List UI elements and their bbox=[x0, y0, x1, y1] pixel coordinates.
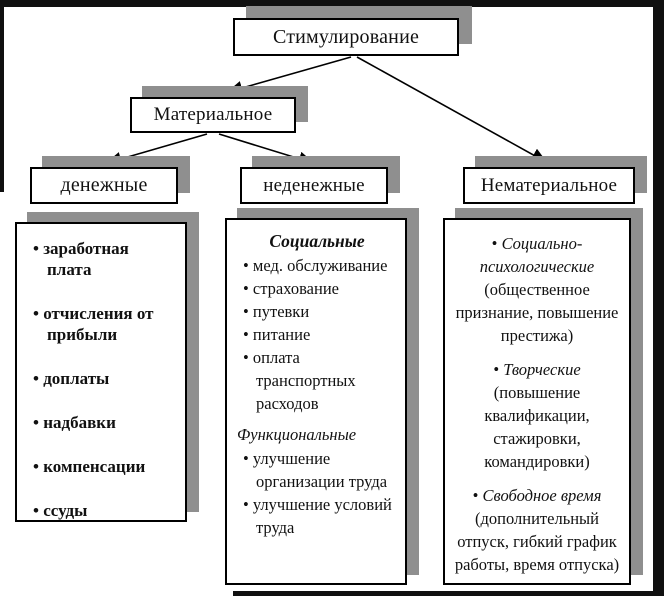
list-item: ссуды bbox=[33, 500, 177, 521]
list-item: улучшение организации труда bbox=[243, 447, 397, 493]
list-item: компенсации bbox=[33, 456, 177, 477]
nonmaterial-item-name: Свободное время bbox=[473, 486, 602, 505]
list-item: Творческие (повышение квалификации, стаж… bbox=[454, 358, 620, 473]
node-nonmaterial: Нематериальное bbox=[463, 167, 635, 204]
nonmaterial-items-box: Социально-психологические (общественное … bbox=[443, 218, 631, 585]
node-monetary: денежные bbox=[30, 167, 178, 204]
list-item: оплата транспортных расходов bbox=[243, 346, 397, 415]
nonmonetary-items-box: Социальные мед. обслуживание страхование… bbox=[225, 218, 407, 585]
list-item: питание bbox=[243, 323, 397, 346]
monetary-items-list: заработная плата отчисления от прибыли д… bbox=[17, 238, 185, 521]
list-item: путевки bbox=[243, 300, 397, 323]
node-nonmaterial-label: Нематериальное bbox=[480, 174, 618, 196]
list-item: улучшение условий труда bbox=[243, 493, 397, 539]
scan-artifact-top bbox=[0, 0, 664, 7]
monetary-items-box: заработная плата отчисления от прибыли д… bbox=[15, 222, 187, 522]
node-stimulation-label: Стимулирование bbox=[272, 25, 420, 48]
group-title-social: Социальные bbox=[269, 231, 365, 251]
nonmaterial-item-detail: (дополнительный отпуск, гибкий график ра… bbox=[454, 509, 620, 574]
list-item: страхование bbox=[243, 277, 397, 300]
node-stimulation: Стимулирование bbox=[233, 18, 459, 56]
scan-artifact-left bbox=[0, 0, 4, 192]
arrow-material-to-monetary bbox=[105, 133, 208, 166]
list-item: Свободное время (дополнительный отпуск, … bbox=[454, 484, 620, 576]
list-item: Социально-психологические (общественное … bbox=[454, 232, 620, 347]
list-item: доплаты bbox=[33, 368, 177, 389]
nonmaterial-item-detail: (повышение квалификации, стажировки, ком… bbox=[484, 383, 590, 471]
scan-artifact-bottom bbox=[233, 591, 664, 596]
list-item: мед. обслуживание bbox=[243, 254, 397, 277]
node-material: Материальное bbox=[130, 97, 296, 133]
node-monetary-label: денежные bbox=[60, 174, 148, 196]
arrow-root-to-material bbox=[226, 56, 352, 95]
node-material-label: Материальное bbox=[153, 104, 273, 125]
node-nonmonetary-label: неденежные bbox=[263, 174, 365, 196]
nonmaterial-item-name: Социально-психологические bbox=[480, 234, 595, 276]
nonmaterial-item-detail: (общественное признание, повышение прест… bbox=[455, 280, 619, 345]
nonmaterial-item-name: Творческие bbox=[493, 360, 580, 379]
arrow-material-to-nonmonetary bbox=[218, 133, 315, 166]
list-item: отчисления от прибыли bbox=[33, 303, 177, 345]
social-items-list: мед. обслуживание страхование путевки пи… bbox=[237, 254, 397, 415]
list-item: заработная плата bbox=[33, 238, 177, 280]
node-nonmonetary: неденежные bbox=[240, 167, 388, 204]
scan-artifact-right bbox=[653, 0, 664, 596]
arrow-root-to-nonmaterial bbox=[356, 56, 548, 163]
group-title-functional: Функциональные bbox=[237, 425, 357, 444]
list-item: надбавки bbox=[33, 412, 177, 433]
functional-items-list: улучшение организации труда улучшение ус… bbox=[237, 447, 397, 539]
